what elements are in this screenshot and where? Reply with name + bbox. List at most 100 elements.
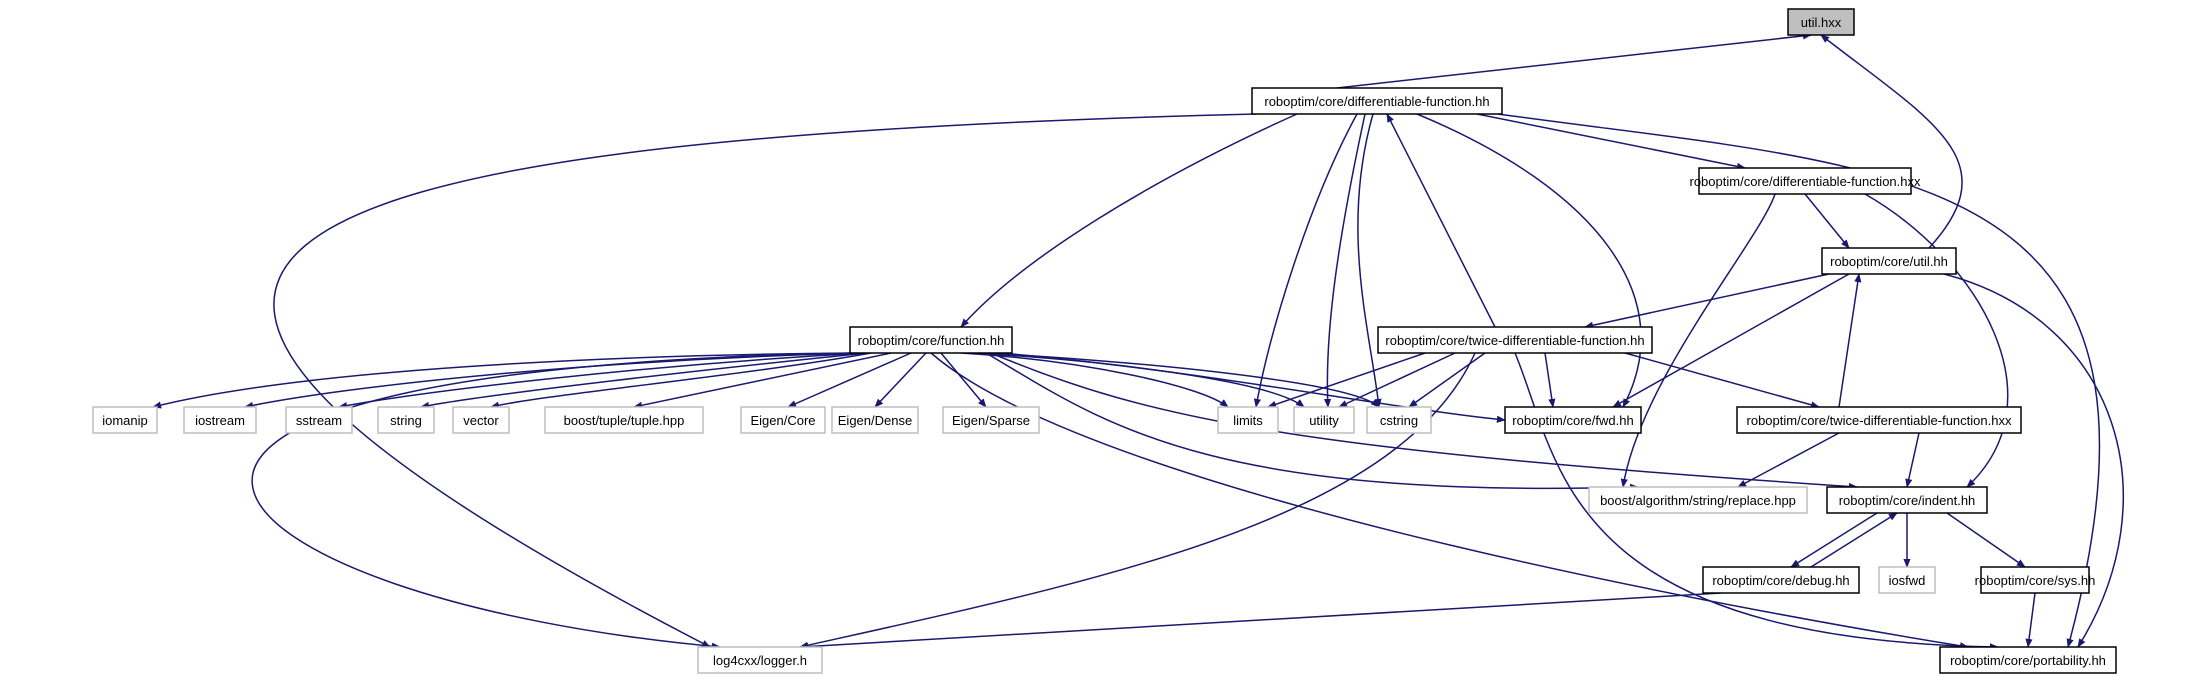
edge-twice_hh-to-dfun_hh (1386, 113, 1496, 328)
edge-function_hh-to-eigen_sparse (940, 352, 987, 408)
node-label: roboptim/core/portability.hh (1950, 653, 2106, 668)
edge-dfun_hh-to-function_hh (960, 113, 1298, 328)
node-label: log4cxx/logger.h (713, 653, 807, 668)
node-box (92, 406, 158, 434)
edge-dfun_hxx-to-indent_hh (1864, 193, 2009, 488)
edge-function_hh-to-tuple (633, 352, 892, 409)
node-label: roboptim/core/differentiable-function.hh (1264, 94, 1489, 109)
node-box (285, 406, 353, 434)
node-debug-hh[interactable]: roboptim/core/debug.hh (1702, 566, 1860, 594)
edge-dfun_hh-to-utility (1323, 113, 1366, 408)
node-box (1217, 406, 1279, 434)
node-label: Eigen/Sparse (952, 413, 1030, 428)
edge-indent_hh-to-debug_hh (1790, 512, 1878, 568)
node-label: boost/tuple/tuple.hpp (564, 413, 685, 428)
edge-function_hh-to-limits (960, 352, 1229, 408)
node-label: iostream (195, 413, 245, 428)
edge-twice_hh-to-logger (799, 352, 1476, 649)
node-box (183, 406, 257, 434)
edge-util_hh-to-twice_hh (1584, 273, 1830, 329)
node-label: util.hxx (1801, 15, 1842, 30)
node-function-hh[interactable]: roboptim/core/function.hh (849, 326, 1013, 354)
node-portability-hh[interactable]: roboptim/core/portability.hh (1939, 646, 2117, 674)
node-box (849, 326, 1013, 354)
node-box (544, 406, 704, 434)
node-twice-hh[interactable]: roboptim/core/twice-differentiable-funct… (1377, 326, 1653, 354)
edge-dfun_hh-to-limits (1253, 113, 1358, 408)
node-box (1736, 406, 2022, 434)
node-vector: vector (452, 406, 510, 434)
node-label: Eigen/Dense (838, 413, 912, 428)
node-eigen-sparse: Eigen/Sparse (942, 406, 1040, 434)
node-box (1826, 486, 1988, 514)
node-fwd-hh[interactable]: roboptim/core/fwd.hh (1504, 406, 1642, 434)
node-label: roboptim/core/indent.hh (1839, 493, 1976, 508)
edge-function_hh-to-vector (490, 352, 872, 409)
edge-function_hh-to-logger (251, 352, 855, 650)
node-label: roboptim/core/function.hh (858, 333, 1005, 348)
edge-twice_hh-to-fwd_hh (1544, 352, 1556, 408)
edge-util_hh-to-fwd_hh (1612, 273, 1850, 408)
node-box (1504, 406, 1642, 434)
node-label: utility (1309, 413, 1339, 428)
node-twice-hxx[interactable]: roboptim/core/twice-differentiable-funct… (1736, 406, 2022, 434)
edges-layer (152, 32, 2125, 651)
node-cstring: cstring (1366, 406, 1432, 434)
node-dfun-hh[interactable]: roboptim/core/differentiable-function.hh (1251, 87, 1503, 115)
node-label: iomanip (102, 413, 148, 428)
edge-debug_hh-to-logger (799, 592, 1722, 651)
node-box (831, 406, 919, 434)
node-logger: log4cxx/logger.h (697, 646, 823, 674)
node-limits: limits (1217, 406, 1279, 434)
node-eigen-core: Eigen/Core (740, 406, 826, 434)
node-box (1293, 406, 1355, 434)
node-box (377, 406, 435, 434)
edge-util_hh-to-util_hxx (1820, 34, 1963, 249)
edge-dfun_hxx-to-util_hh (1804, 193, 1850, 249)
edge-function_hh-to-iostream (244, 352, 860, 409)
node-box (1939, 646, 2117, 674)
edge-function_hh-to-utility (970, 352, 1305, 408)
edge-dfun_hh-to-fwd_hh (1416, 113, 1642, 408)
edge-function_hh-to-iomanip (152, 352, 857, 409)
edge-twice_hh-to-limits (1267, 352, 1426, 408)
edge-dfun_hh-to-dfun_hxx (1476, 113, 1746, 170)
node-label: Eigen/Core (750, 413, 815, 428)
node-box (452, 406, 510, 434)
edge-twice_hh-to-utility (1338, 352, 1456, 408)
node-tuple: boost/tuple/tuple.hpp (544, 406, 704, 434)
edge-util_hh-to-portability_hh (1943, 273, 2125, 648)
node-label: roboptim/core/twice-differentiable-funct… (1385, 333, 1644, 348)
node-string: string (377, 406, 435, 434)
node-iosfwd: iosfwd (1878, 566, 1936, 594)
node-label: boost/algorithm/string/replace.hpp (1600, 493, 1796, 508)
node-label: roboptim/core/debug.hh (1712, 573, 1849, 588)
node-label: vector (463, 413, 499, 428)
node-box (1821, 247, 1957, 275)
node-box (942, 406, 1040, 434)
node-box (697, 646, 823, 674)
node-box (1698, 167, 1912, 195)
edge-function_hh-to-sstream (338, 352, 864, 410)
edge-dfun_hh-to-cstring (1357, 113, 1382, 408)
node-box (1251, 87, 1503, 115)
edge-dfun_hh-to-portability_hh (1497, 113, 2101, 648)
node-box (1878, 566, 1936, 594)
edge-function_hh-to-eigen_core (787, 352, 912, 408)
edge-twice_hh-to-cstring (1408, 352, 1486, 408)
edge-function_hh-to-portability_hh (930, 352, 1969, 650)
node-util-hxx[interactable]: util.hxx (1787, 8, 1855, 36)
node-sys-hh[interactable]: roboptim/core/sys.hh (1975, 566, 2096, 594)
node-dfun-hxx[interactable]: roboptim/core/differentiable-function.hx… (1690, 167, 1921, 195)
edge-sys_hh-to-portability_hh (2025, 592, 2036, 648)
node-indent-hh[interactable]: roboptim/core/indent.hh (1826, 486, 1988, 514)
node-util-hh[interactable]: roboptim/core/util.hh (1821, 247, 1957, 275)
node-box (1702, 566, 1860, 594)
node-label: roboptim/core/util.hh (1830, 254, 1948, 269)
node-label: roboptim/core/differentiable-function.hx… (1690, 174, 1921, 189)
node-iostream: iostream (183, 406, 257, 434)
edge-function_hh-to-eigen_dense (874, 352, 927, 408)
edge-function_hh-to-fwd_hh (1000, 352, 1506, 423)
edge-twice_hxx-to-indent_hh (1905, 432, 1920, 488)
edge-function_hh-to-cstring (980, 352, 1380, 408)
